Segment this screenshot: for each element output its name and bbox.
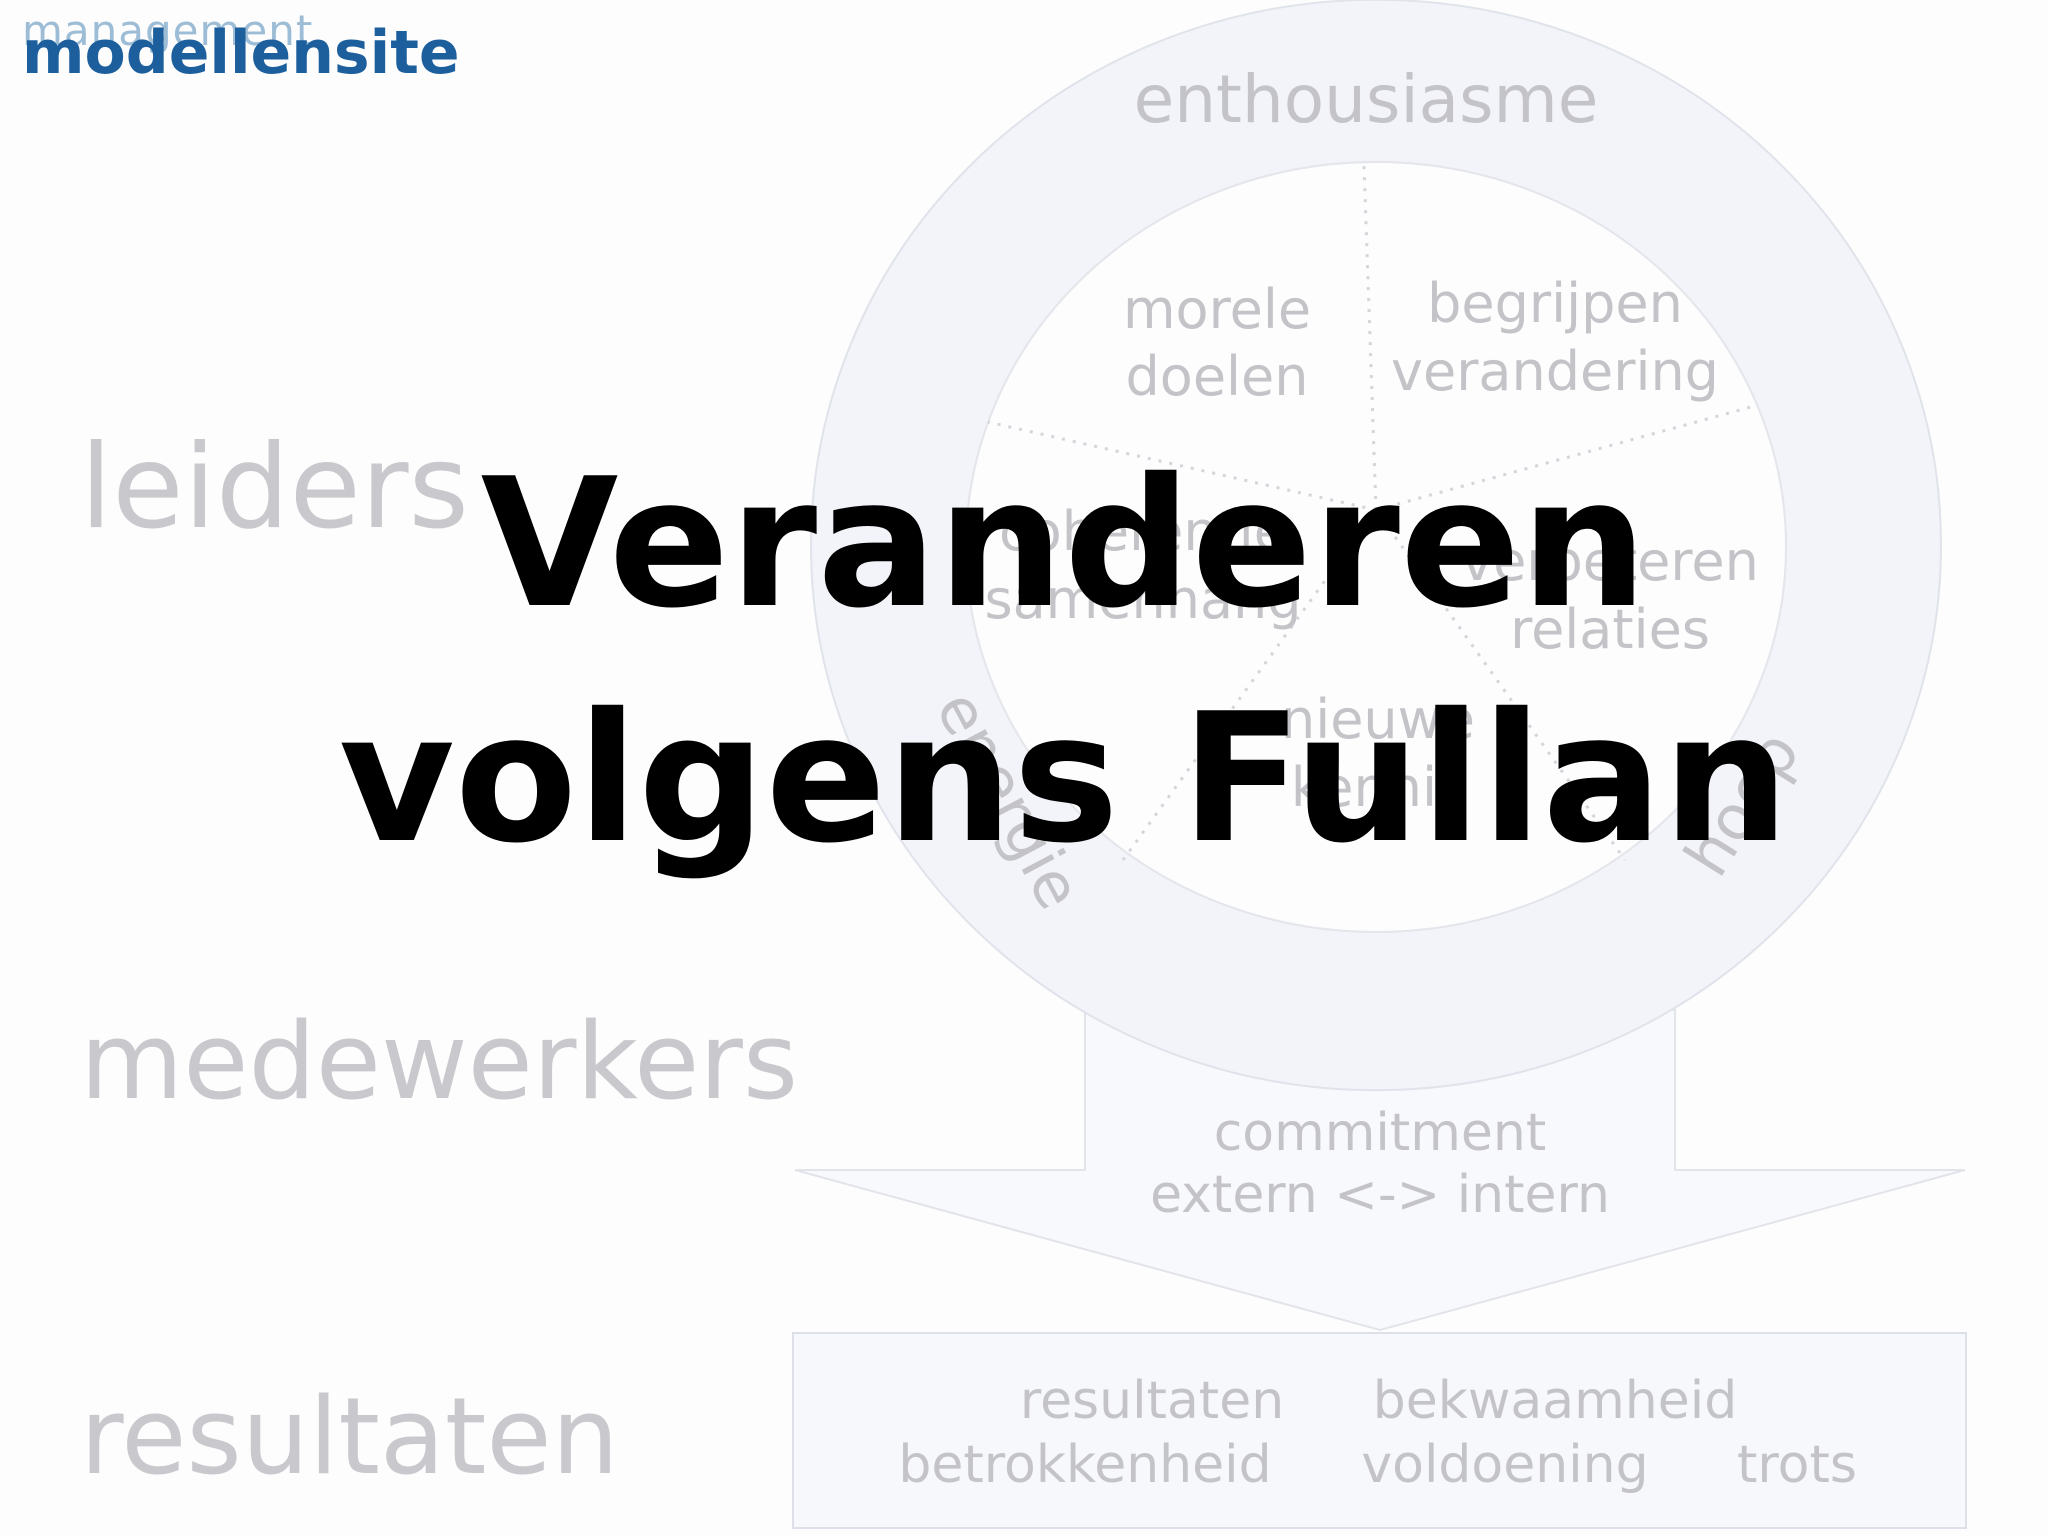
row-label-resultaten: resultaten: [80, 1375, 619, 1498]
result-betrokkenheid: betrokkenheid: [898, 1435, 1271, 1495]
logo-title: modellensite: [22, 18, 460, 88]
result-voldoening: voldoening: [1361, 1435, 1648, 1495]
segment-begrijpen-line1: begrijpen: [1427, 272, 1683, 335]
arrow-label-extern-intern: extern <-> intern: [1150, 1165, 1610, 1225]
divider-right: [1375, 403, 1759, 512]
result-trots: trots: [1737, 1435, 1857, 1495]
result-resultaten: resultaten: [1020, 1371, 1284, 1431]
logo-subtitle: management: [22, 6, 314, 55]
segment-verbeteren-line1: verbeteren: [1461, 530, 1759, 593]
inner-disc: [965, 161, 1787, 933]
segment-begrijpen-line2: verandering: [1391, 340, 1719, 403]
row-label-medewerkers: medewerkers: [80, 1000, 799, 1123]
commitment-arrow: [794, 1009, 1966, 1332]
arrow-label-commitment: commitment: [1214, 1103, 1547, 1163]
segment-nieuwe-line1: nieuwe: [1281, 688, 1475, 751]
segment-coherentie-line2: samenhang: [984, 568, 1301, 631]
divider-top: [1362, 164, 1378, 511]
page-title-line1: Veranderen: [480, 440, 1648, 647]
segment-dividers: [987, 164, 1759, 861]
row-label-leiders: leiders: [80, 420, 469, 555]
segment-verbeteren-line2: relaties: [1510, 598, 1710, 661]
segment-morele-line1: morele: [1123, 278, 1311, 341]
results-box: [792, 1332, 1967, 1529]
page-title-line2: volgens Fullan: [338, 675, 1790, 882]
segment-coherentie-line1: coherentie: [999, 500, 1287, 563]
result-bekwaamheid: bekwaamheid: [1373, 1371, 1737, 1431]
divider-left: [987, 420, 1377, 512]
ring-label-enthousiasme: enthousiasme: [1134, 61, 1599, 138]
segment-nieuwe-line2: kennis: [1291, 756, 1465, 819]
logo: management modellensite: [22, 6, 460, 88]
segment-morele-line2: doelen: [1126, 345, 1309, 408]
